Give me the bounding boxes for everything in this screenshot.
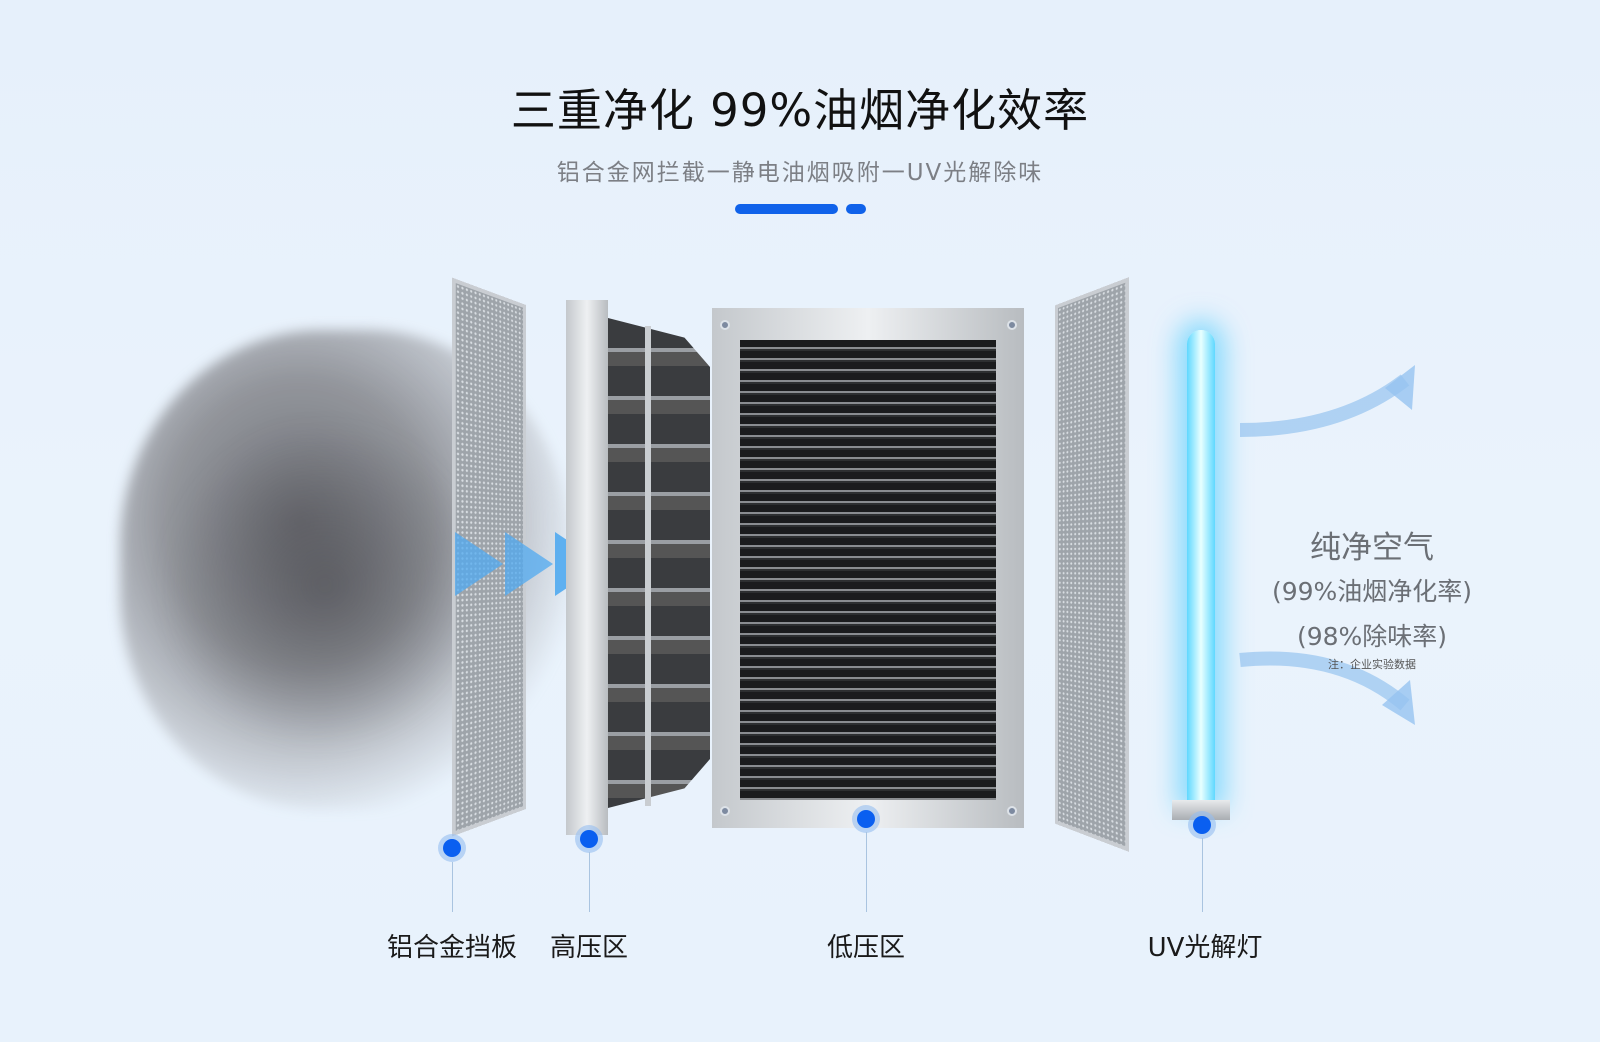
marker-line xyxy=(1202,838,1203,912)
accent-bar-short xyxy=(846,204,866,214)
airflow-arrow-icon xyxy=(455,532,503,596)
result-oil-rate: (99%油烟净化率) xyxy=(1242,572,1502,608)
low-voltage-plates-image xyxy=(740,340,996,800)
mesh-filter-outlet-image xyxy=(1055,277,1129,852)
label-low-voltage: 低压区 xyxy=(827,927,905,964)
result-note: 注：企业实验数据 xyxy=(1242,656,1502,672)
uv-lamp-image xyxy=(1187,330,1215,800)
screw-icon xyxy=(1007,806,1017,816)
high-voltage-frame xyxy=(566,300,608,835)
screw-icon xyxy=(1007,320,1017,330)
marker-dot xyxy=(580,830,598,848)
smoke-core xyxy=(160,420,490,750)
label-aluminum-baffle: 铝合金挡板 xyxy=(387,927,517,964)
airflow-arrow-icon xyxy=(505,532,553,596)
page-title: 三重净化 99%油烟净化效率 xyxy=(0,74,1600,139)
result-title: 纯净空气 xyxy=(1242,522,1502,567)
high-voltage-module-image xyxy=(608,318,710,808)
marker-dot xyxy=(857,810,875,828)
page-subtitle: 铝合金网拦截一静电油烟吸附一UV光解除味 xyxy=(0,153,1600,187)
screw-icon xyxy=(720,806,730,816)
marker-line xyxy=(452,862,453,912)
marker-dot xyxy=(1193,816,1211,834)
marker-line xyxy=(866,832,867,912)
label-high-voltage: 高压区 xyxy=(550,927,628,964)
result-odor-rate: (98%除味率) xyxy=(1242,617,1502,653)
screw-icon xyxy=(720,320,730,330)
label-uv-lamp: UV光解灯 xyxy=(1148,927,1263,964)
marker-line xyxy=(589,852,590,912)
electrode-bar xyxy=(645,326,651,806)
marker-dot xyxy=(443,839,461,857)
accent-bar xyxy=(735,204,838,214)
